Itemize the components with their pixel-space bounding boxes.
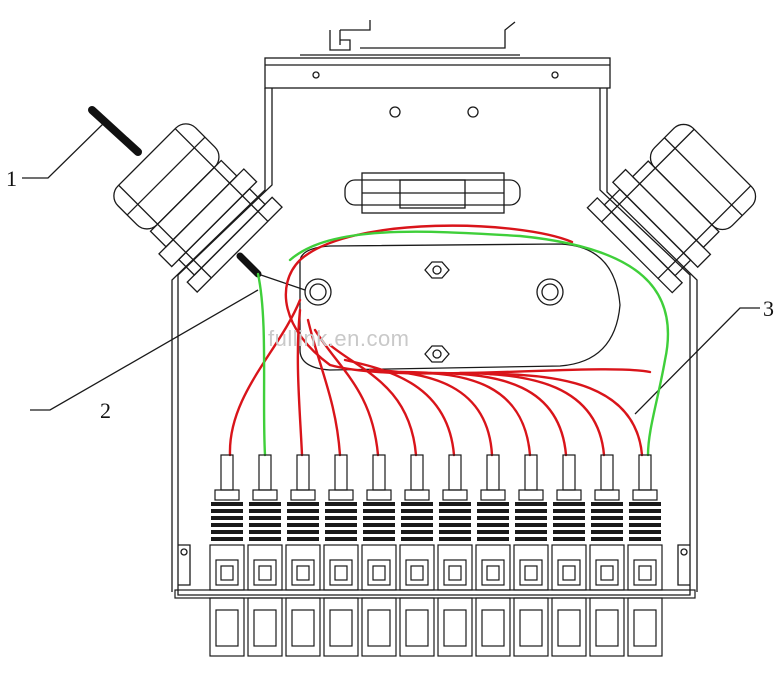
cable-1 <box>88 106 142 156</box>
cable-stubs <box>88 106 262 278</box>
sc-adapter-6 <box>399 454 435 657</box>
boot-ribs <box>363 502 395 541</box>
green-fibers <box>256 230 670 457</box>
callout-leaders <box>22 121 760 415</box>
sc-adapter-4 <box>323 454 359 657</box>
pigtail-cable-2 <box>236 252 262 278</box>
boot-ribs <box>553 502 585 541</box>
boot-ribs <box>439 502 471 541</box>
sc-adapter-9 <box>513 454 549 657</box>
sc-adapter-5 <box>361 454 397 657</box>
callout-label-3: 3 <box>763 296 774 321</box>
adapter-panel-rail <box>174 589 696 599</box>
boot-ribs <box>287 502 319 541</box>
adapter-row <box>174 454 696 657</box>
boot-ribs <box>591 502 623 541</box>
sc-adapter-7 <box>437 454 473 657</box>
boot-ribs <box>515 502 547 541</box>
sc-adapter-12 <box>627 454 663 657</box>
sc-adapter-10 <box>551 454 587 657</box>
boot-ribs <box>325 502 357 541</box>
boot-ribs <box>477 502 509 541</box>
splice-holder <box>344 172 521 214</box>
left-cable-gland <box>113 123 283 293</box>
boot-ribs <box>629 502 661 541</box>
sc-adapter-1 <box>209 454 245 657</box>
boot-ribs <box>249 502 281 541</box>
sc-adapter-2 <box>247 454 283 657</box>
right-cable-gland <box>586 123 757 294</box>
callout-label-2: 2 <box>100 398 111 423</box>
sc-adapter-3 <box>285 454 321 657</box>
boot-ribs <box>401 502 433 541</box>
sc-adapter-8 <box>475 454 511 657</box>
enclosure-body <box>171 88 698 596</box>
callout-label-1: 1 <box>6 166 17 191</box>
top-mounting-bracket <box>264 20 611 89</box>
fiber-routing <box>228 224 670 457</box>
watermark: fullink.en.com <box>268 326 410 351</box>
sc-adapter-11 <box>589 454 625 657</box>
red-fibers <box>228 224 652 457</box>
boot-ribs <box>211 502 243 541</box>
